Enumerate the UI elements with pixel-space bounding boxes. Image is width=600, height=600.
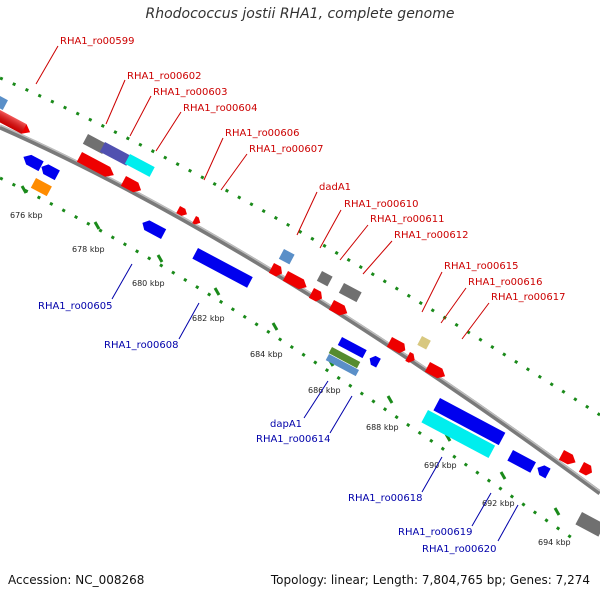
gene-feature [328,300,348,316]
gene-label[interactable]: RHA1_ro00611 [370,214,445,225]
gene-feature [328,347,361,369]
gene-feature [308,288,323,302]
genome-backbone [0,124,600,496]
gene-feature [558,450,576,465]
gene-label[interactable]: RHA1_ro00608 [104,340,179,351]
gene-label[interactable]: RHA1_ro00605 [38,301,113,312]
gene-feature [386,337,406,354]
ruler-ticks [20,185,561,516]
map-title: Rhodococcus jostii RHA1, complete genome [145,6,455,22]
gene-feature [30,178,52,197]
gene-label[interactable]: RHA1_ro00615 [444,261,519,272]
tick-label: 688 kbp [366,423,399,432]
gene-feature [405,352,415,363]
gene-feature [41,164,60,181]
gene-label[interactable]: RHA1_ro00607 [249,144,324,155]
topology-label: Topology: linear; Length: 7,804,765 bp; … [270,573,590,587]
tick-labels: 676 kbp 678 kbp 680 kbp 682 kbp 684 kbp … [10,211,571,547]
gene-feature [124,154,155,177]
gene-label[interactable]: RHA1_ro00619 [398,527,473,538]
gene-feature [76,152,114,177]
gene-feature [192,216,201,225]
gene-feature [268,263,283,277]
tick-label: 690 kbp [424,461,457,470]
forward-genes [0,96,593,476]
inner-dotted-line [0,176,576,542]
gene-label[interactable]: RHA1_ro00604 [183,103,258,114]
gene-label[interactable]: RHA1_ro00617 [491,292,566,303]
tick-label: 684 kbp [250,350,283,359]
gene-feature [0,110,31,134]
tick-label: 676 kbp [10,211,43,220]
gene-feature [338,283,362,303]
gene-label[interactable]: dadA1 [319,182,351,193]
forward-gene-labels: RHA1_ro00599 RHA1_ro00602 RHA1_ro00603 R… [60,36,566,303]
tick-label: 694 kbp [538,538,571,547]
gene-feature [99,142,132,166]
gene-feature [142,220,167,239]
tick-label: 692 kbp [482,499,515,508]
gene-label[interactable]: RHA1_ro00603 [153,87,228,98]
gene-feature [192,248,253,288]
gene-label[interactable]: RHA1_ro00616 [468,277,543,288]
gene-label[interactable]: RHA1_ro00610 [344,199,419,210]
gene-feature [578,462,593,476]
tick-label: 680 kbp [132,279,165,288]
reverse-gene-labels: RHA1_ro00605 RHA1_ro00608 dapA1 RHA1_ro0… [38,301,497,555]
gene-label[interactable]: RHA1_ro00612 [394,230,469,241]
reverse-genes [23,154,600,537]
gene-feature [325,354,360,377]
gene-label[interactable]: RHA1_ro00599 [60,36,135,47]
gene-label[interactable]: RHA1_ro00606 [225,128,300,139]
gene-feature [316,271,333,287]
gene-feature [282,271,307,290]
tick-label: 682 kbp [192,314,225,323]
gene-feature [176,206,187,216]
gene-feature [424,362,446,379]
gene-feature [421,410,496,459]
gene-feature [369,355,381,368]
gene-feature [417,336,431,350]
gene-label[interactable]: RHA1_ro00618 [348,493,423,504]
gene-feature [23,154,44,172]
gene-label[interactable]: RHA1_ro00620 [422,544,497,555]
gene-feature [575,512,600,537]
tick-label: 686 kbp [308,386,341,395]
gene-feature [507,450,536,473]
gene-label[interactable]: RHA1_ro00614 [256,434,331,445]
gene-feature [120,176,142,193]
gene-feature [278,249,295,265]
gene-label[interactable]: dapA1 [270,419,302,430]
gene-feature [433,398,506,446]
accession-label: Accession: NC_008268 [8,573,145,587]
tick-label: 678 kbp [72,245,105,254]
gene-feature [0,96,8,110]
reverse-leaders [111,263,519,542]
gene-feature [537,465,551,479]
forward-leaders [35,45,490,340]
gene-feature [337,337,367,359]
gene-label[interactable]: RHA1_ro00602 [127,71,202,82]
